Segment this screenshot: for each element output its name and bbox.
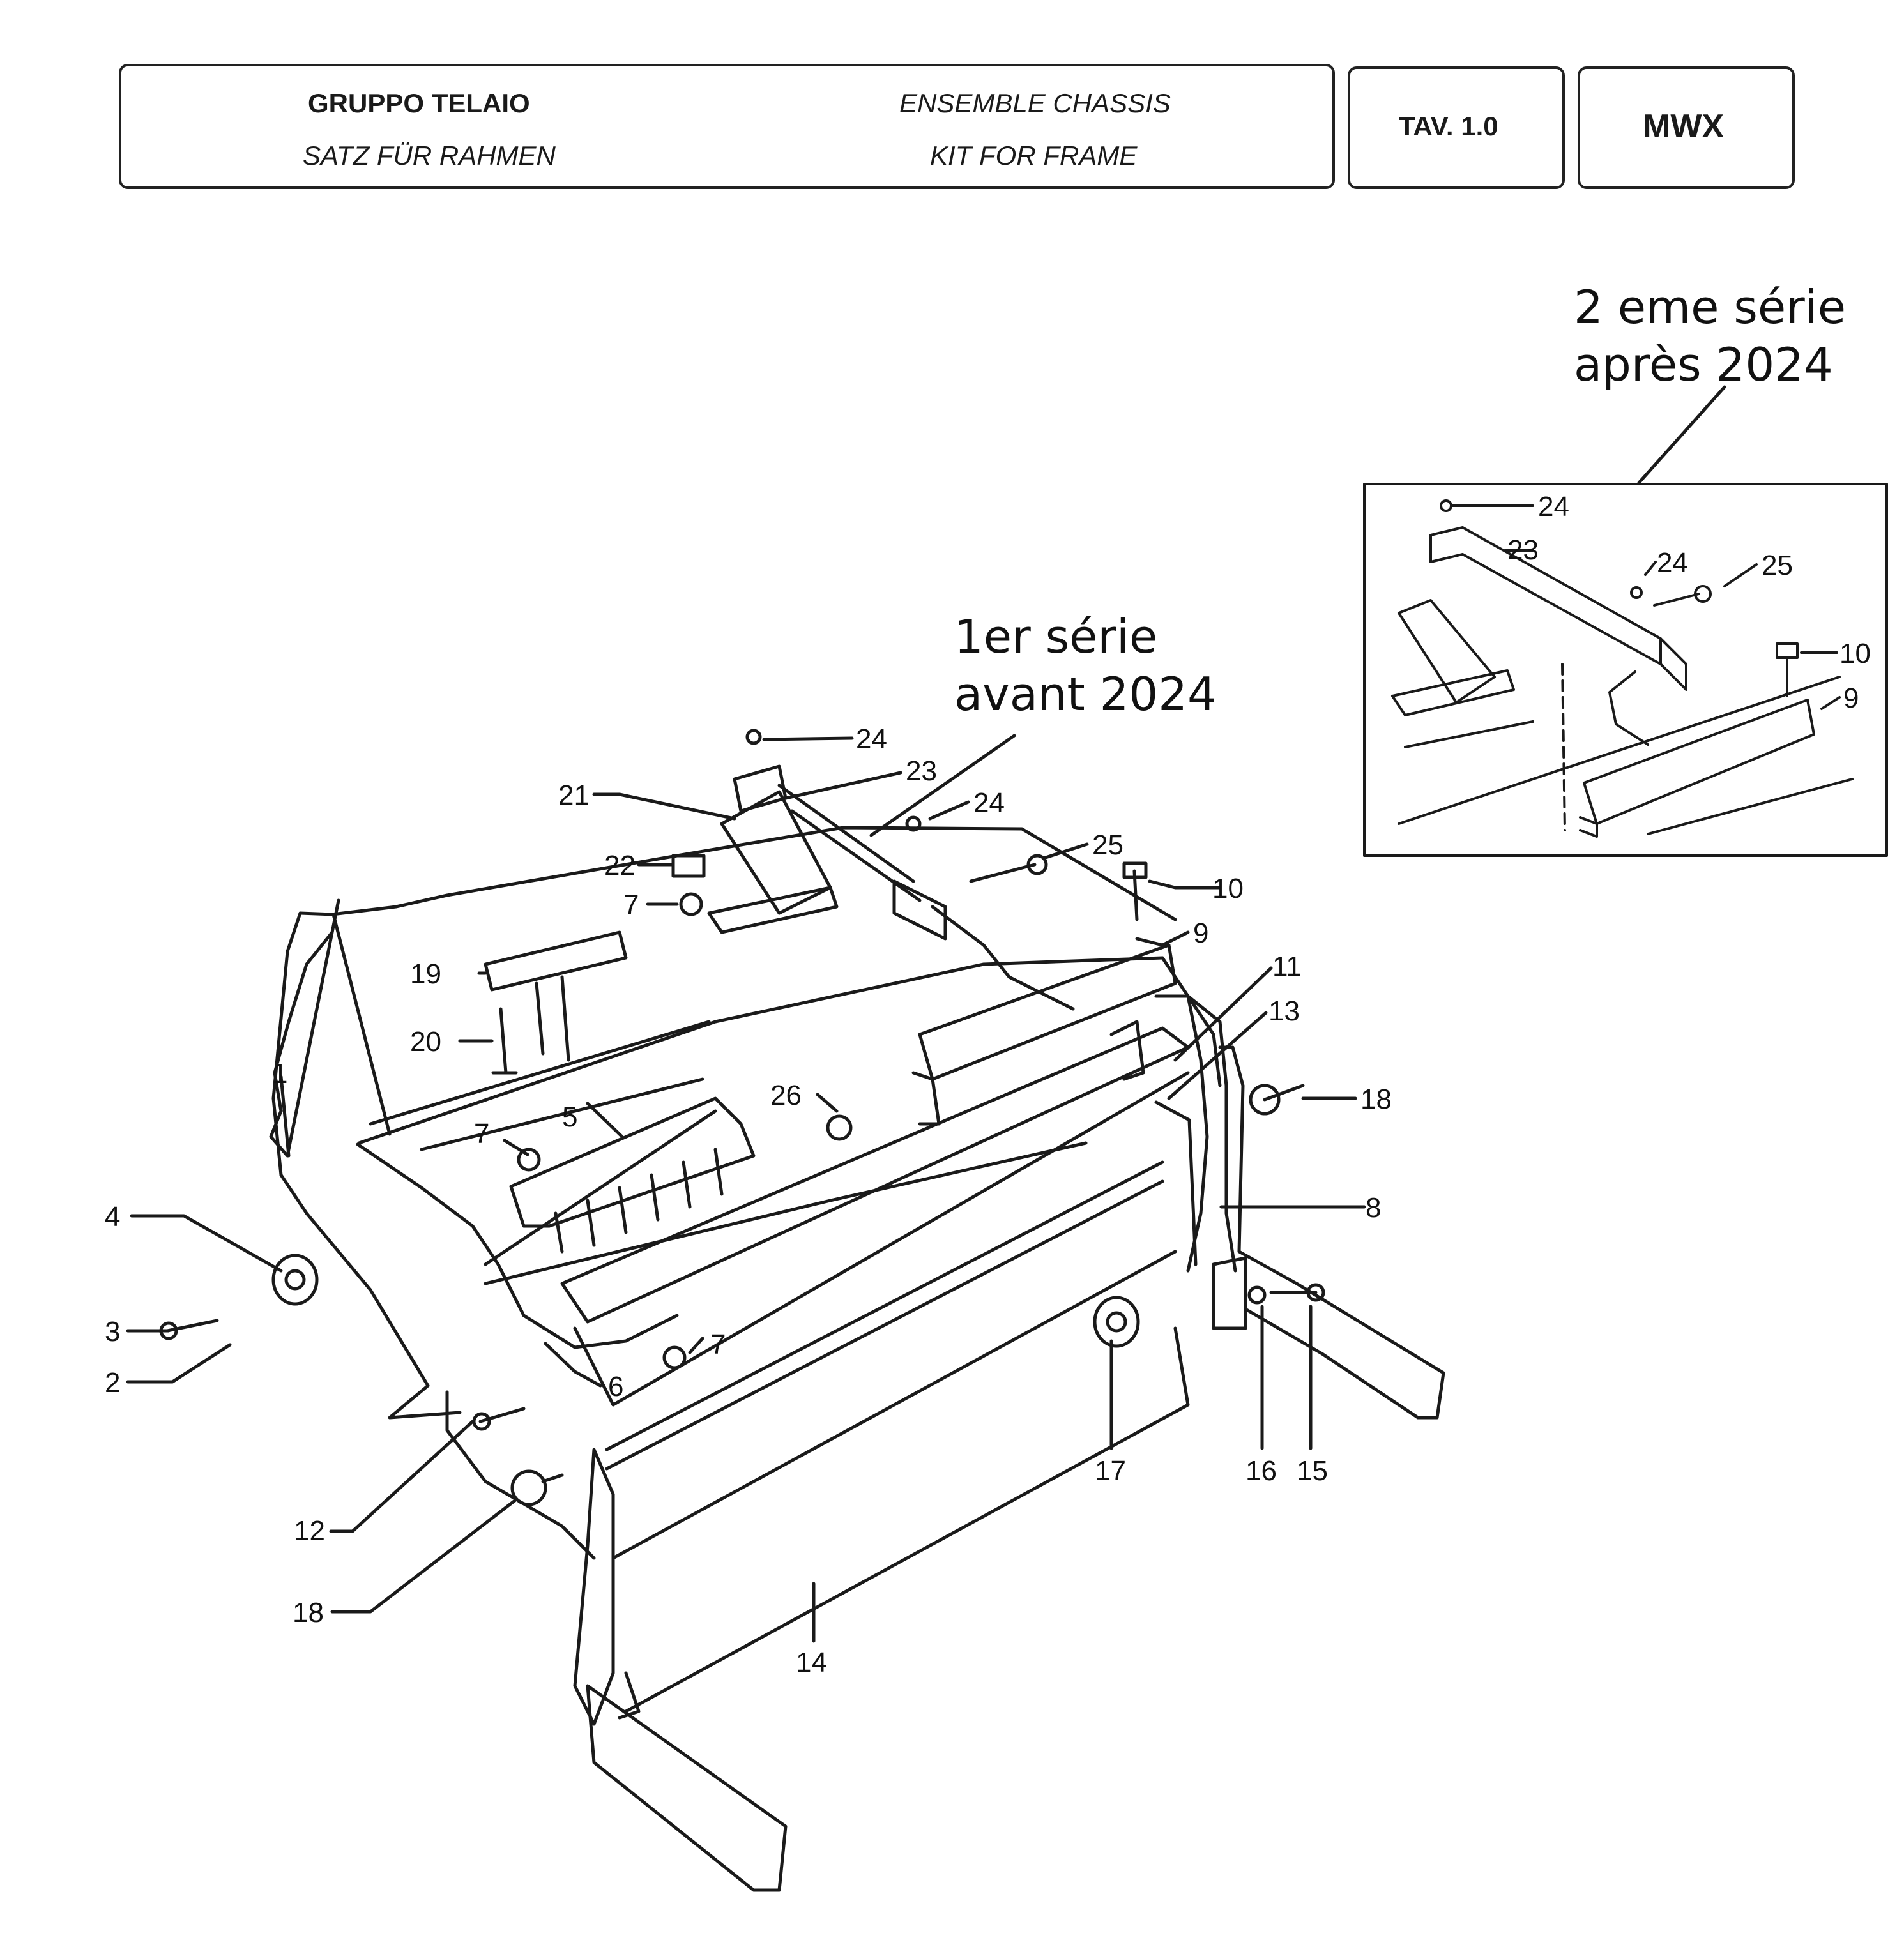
- callout-26: 26: [770, 1080, 802, 1111]
- second-series-note: 2 eme série après 2024: [1574, 280, 1847, 391]
- callout-6: 6: [608, 1371, 623, 1402]
- title-english: KIT FOR FRAME: [930, 140, 1138, 170]
- left-side-plate: [269, 898, 340, 1158]
- title-italian: GRUPPO TELAIO: [308, 88, 530, 118]
- front-post: [573, 1448, 615, 1726]
- callout-7b: 7: [710, 1329, 726, 1360]
- title-french: ENSEMBLE CHASSIS: [899, 88, 1171, 118]
- callout-18a: 18: [1360, 1084, 1392, 1115]
- first-series-note: 1er série avant 2024: [954, 610, 1217, 721]
- callout-7a: 7: [474, 1118, 489, 1149]
- callout-22: 22: [604, 850, 636, 881]
- comb-plate: [509, 1096, 756, 1228]
- callout-2: 2: [105, 1367, 120, 1398]
- inset-callouts: 24 23 24 25 10 9: [1507, 491, 1871, 714]
- left-skid: [586, 1684, 788, 1892]
- callout-19: 19: [410, 958, 441, 990]
- inset-callout-24b: 24: [1657, 547, 1688, 579]
- inset-callout-25: 25: [1762, 550, 1793, 581]
- table-number-box: TAV. 1.0: [1348, 66, 1565, 189]
- callout-15: 15: [1297, 1455, 1328, 1487]
- callout-16: 16: [1245, 1455, 1277, 1487]
- inset-callout-23: 23: [1507, 534, 1539, 566]
- callout-12: 12: [294, 1515, 325, 1547]
- callout-20: 20: [410, 1026, 441, 1057]
- inset-drawing: [1391, 499, 1854, 838]
- callout-11: 11: [1272, 951, 1302, 982]
- callout-18b: 18: [293, 1597, 324, 1628]
- second-series-inset: [1363, 483, 1888, 857]
- header-title-box: GRUPPO TELAIO ENSEMBLE CHASSIS SATZ FÜR …: [119, 64, 1335, 189]
- callout-5: 5: [562, 1102, 577, 1133]
- table-number: TAV. 1.0: [1399, 111, 1498, 141]
- inset-callout-10: 10: [1839, 638, 1871, 669]
- right-skid: [1237, 1250, 1445, 1420]
- callout-1: 1: [272, 1058, 287, 1089]
- bearing-disc: [271, 1254, 319, 1306]
- callout-10: 10: [1212, 873, 1244, 904]
- callout-14: 14: [796, 1647, 827, 1678]
- roller-top: [605, 1160, 1164, 1451]
- callout-3: 3: [105, 1316, 120, 1347]
- cross-bar: [560, 1026, 1190, 1324]
- top-bar: [918, 943, 1177, 1081]
- plate-19: [484, 930, 628, 992]
- model-box: MWX: [1578, 66, 1795, 189]
- callout-4: 4: [105, 1201, 120, 1232]
- screw-block: [733, 764, 788, 813]
- callout-24b: 24: [973, 787, 1005, 819]
- inset-callout-24a: 24: [1538, 491, 1569, 522]
- callout-13: 13: [1268, 996, 1300, 1027]
- hood-top-line: [357, 956, 1164, 1145]
- callout-24a: 24: [856, 723, 887, 755]
- callout-9: 9: [1193, 918, 1208, 949]
- callout-7c: 7: [623, 890, 639, 921]
- callout-17: 17: [1095, 1455, 1126, 1487]
- title-german: SATZ FÜR RAHMEN: [303, 140, 556, 170]
- callout-21: 21: [558, 780, 590, 811]
- inset-callout-9: 9: [1843, 683, 1859, 714]
- callout-8: 8: [1366, 1192, 1381, 1224]
- callout-23: 23: [906, 755, 937, 787]
- right-side-plate: [1154, 994, 1237, 1273]
- callout-25: 25: [1092, 830, 1123, 861]
- main-callouts: 1 2 3 4 5 6 7 7 7 8 9 10 11 12 13 14 15 …: [105, 723, 1392, 1678]
- model-code: MWX: [1643, 108, 1725, 145]
